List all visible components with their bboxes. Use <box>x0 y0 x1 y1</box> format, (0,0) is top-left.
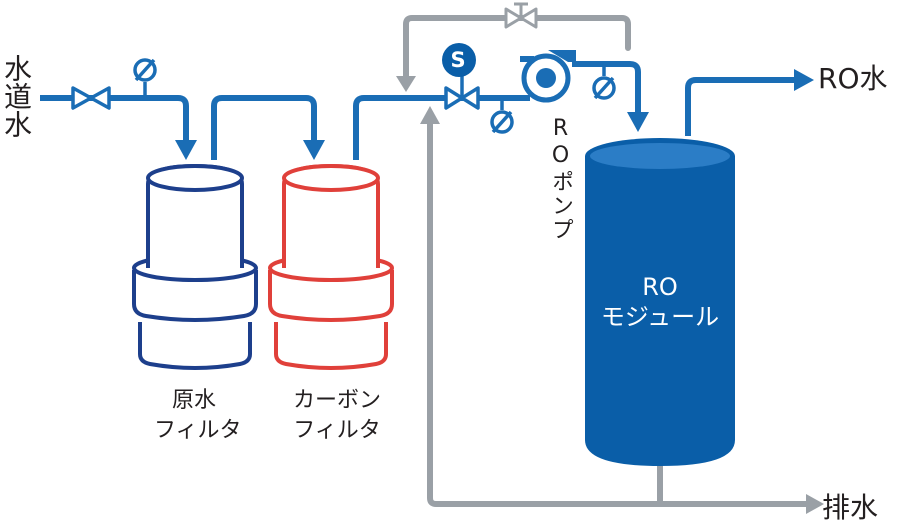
ro-module-label-line2: モジュール <box>600 303 720 331</box>
drain-label: 排水 <box>822 491 879 524</box>
bypass-arrow-icon <box>396 76 416 92</box>
inlet-line <box>40 95 189 142</box>
product-line <box>685 77 796 136</box>
raw-to-carbon-line <box>211 95 317 160</box>
return-line <box>427 115 811 507</box>
carbon-to-pump-line <box>353 95 530 160</box>
bypass-valve-icon <box>504 2 538 29</box>
ro-module-label: RO モジュール <box>585 272 735 332</box>
raw-filter-label-line2: フィルタ <box>154 418 242 443</box>
raw-inlet-arrow-icon <box>175 140 197 160</box>
inlet-valve-icon <box>71 86 111 110</box>
ro-module-label-line1: RO <box>642 273 678 301</box>
raw-water-filter <box>132 163 258 370</box>
solenoid-label: S <box>450 48 466 72</box>
ro-module <box>585 138 735 466</box>
pump-to-module-line <box>572 61 641 112</box>
module-inlet-arrow-icon <box>627 112 649 132</box>
bypass-line <box>403 15 631 81</box>
ro-water-arrow-icon <box>794 69 814 91</box>
raw-filter-label: 原水 フィルタ <box>154 386 242 446</box>
solenoid-valve-icon <box>442 43 480 110</box>
raw-filter-label-line1: 原水 <box>171 388 216 413</box>
carbon-inlet-arrow-icon <box>303 140 325 160</box>
ro-water-label: RO水 <box>818 62 888 95</box>
drain-arrow-icon <box>806 494 824 514</box>
inlet-pressure-gauge-icon <box>133 58 157 98</box>
return-arrow-icon <box>420 106 440 124</box>
carbon-filter-label-line2: フィルタ <box>293 418 381 443</box>
pump-pressure-gauge-icon <box>592 64 616 100</box>
ro-pump-icon <box>520 50 576 103</box>
tap-water-label: 水道水 <box>0 54 33 138</box>
feed-pressure-gauge-icon <box>490 98 514 134</box>
ro-pump-label: ROポンプ <box>548 116 573 242</box>
carbon-filter-label: カーボン フィルタ <box>282 386 392 446</box>
carbon-filter <box>268 163 394 370</box>
main-lines <box>40 61 796 160</box>
carbon-filter-label-line1: カーボン <box>292 388 381 413</box>
